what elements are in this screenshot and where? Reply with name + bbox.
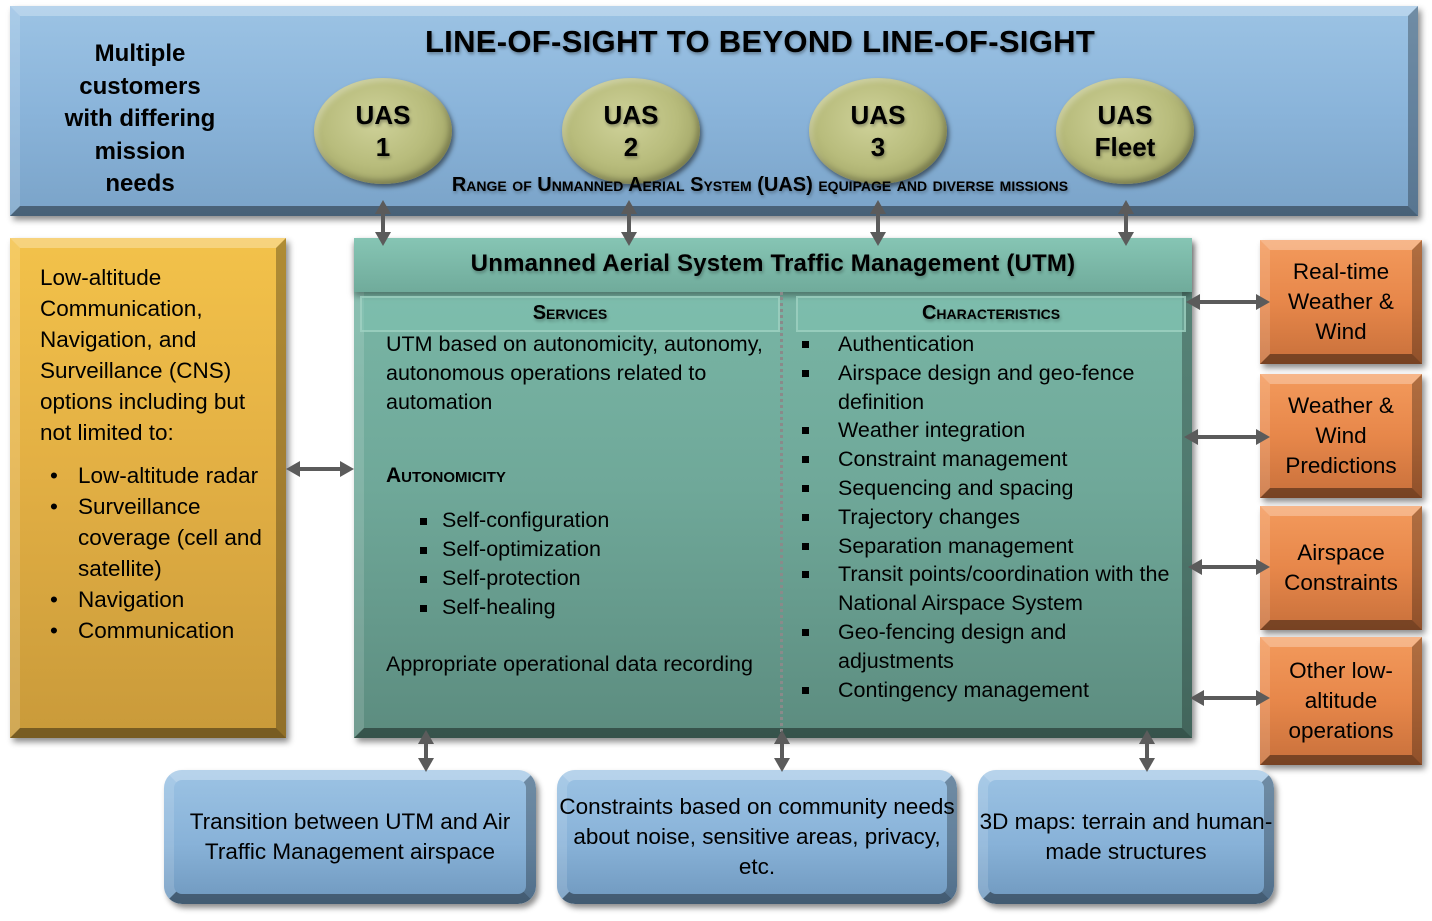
double-arrow-icon: [1118, 200, 1134, 246]
utm-box: Unmanned Aerial System Traffic Managemen…: [354, 238, 1192, 738]
list-item: Low-altitude radar: [48, 460, 278, 491]
customers-line: needs: [105, 170, 175, 197]
autonomicity-heading: Autonomicity: [386, 464, 506, 487]
double-arrow-icon: [621, 200, 637, 246]
double-arrow-icon: [774, 730, 790, 772]
3d-maps-box: 3D maps: terrain and human-made structur…: [978, 770, 1274, 904]
list-item: Transit points/coordination with the Nat…: [800, 560, 1180, 618]
other-operations-box: Other low-altitude operations: [1260, 637, 1422, 765]
weather-predictions-box: Weather & Wind Predictions: [1260, 374, 1422, 498]
services-heading: Services: [360, 296, 780, 332]
list-item: Communication: [48, 615, 278, 646]
list-item: Sequencing and spacing: [800, 474, 1180, 503]
customers-line: Multiple: [94, 40, 186, 67]
list-item: Trajectory changes: [800, 503, 1180, 532]
box-label: Other low-altitude operations: [1288, 658, 1394, 743]
uas-label: UAS: [850, 100, 906, 130]
double-arrow-icon: [1184, 429, 1270, 445]
recording-text: Appropriate operational data recording: [386, 652, 753, 676]
characteristics-list: Authentication Airspace design and geo-f…: [800, 330, 1180, 704]
list-item: Separation management: [800, 532, 1180, 561]
uas-3-node: UAS 3: [809, 78, 947, 184]
list-item: Self-configuration: [416, 506, 776, 535]
airspace-constraints-box: Airspace Constraints: [1260, 506, 1422, 630]
list-item: Airspace design and geo-fence definition: [800, 359, 1180, 417]
uas-label: UAS: [603, 100, 659, 130]
uas-id: 1: [375, 132, 391, 162]
double-arrow-icon: [1190, 690, 1270, 706]
box-label: Weather & Wind Predictions: [1285, 393, 1397, 478]
services-intro: UTM based on autonomicity, autonomy, aut…: [386, 332, 763, 414]
realtime-weather-box: Real-time Weather & Wind: [1260, 240, 1422, 364]
box-label: Real-time Weather & Wind: [1288, 259, 1394, 344]
uas-2-node: UAS 2: [562, 78, 700, 184]
customers-text: Multiple customers with differing missio…: [40, 38, 240, 201]
utm-header: Unmanned Aerial System Traffic Managemen…: [354, 238, 1192, 292]
uas-id: Fleet: [1094, 132, 1156, 162]
list-item: Contingency management: [800, 676, 1180, 705]
list-item: Geo-fencing design and adjustments: [800, 618, 1180, 676]
double-arrow-icon: [870, 200, 886, 246]
customers-line: with differing: [64, 105, 216, 132]
uas-id: 3: [870, 132, 886, 162]
banner-title: LINE-OF-SIGHT TO BEYOND LINE-OF-SIGHT: [424, 24, 1096, 59]
double-arrow-icon: [1139, 730, 1155, 772]
double-arrow-icon: [1188, 559, 1270, 575]
double-arrow-icon: [286, 461, 354, 477]
cns-options-box: Low-altitude Communication, Navigation, …: [10, 238, 286, 738]
customers-line: mission: [94, 137, 186, 165]
community-constraints-box: Constraints based on community needs abo…: [557, 770, 957, 904]
box-label: Constraints based on community needs abo…: [559, 794, 955, 879]
double-arrow-icon: [418, 730, 434, 772]
box-label: Transition between UTM and Air Traffic M…: [189, 809, 511, 864]
characteristics-heading: Characteristics: [796, 296, 1186, 332]
list-item: Self-healing: [416, 593, 776, 622]
top-banner: Multiple customers with differing missio…: [10, 6, 1418, 216]
list-item: Constraint management: [800, 445, 1180, 474]
list-item: Self-protection: [416, 564, 776, 593]
customers-line: customers: [79, 72, 201, 100]
atm-transition-box: Transition between UTM and Air Traffic M…: [164, 770, 536, 904]
uas-id: 2: [623, 132, 639, 162]
list-item: Weather integration: [800, 416, 1180, 445]
list-item: Self-optimization: [416, 535, 776, 564]
box-label: 3D maps: terrain and human-made structur…: [979, 809, 1273, 864]
uas-fleet-node: UAS Fleet: [1056, 78, 1194, 184]
uas-label: UAS: [1097, 100, 1153, 130]
uas-label: UAS: [355, 100, 411, 130]
list-item: Navigation: [48, 584, 278, 615]
double-arrow-icon: [1186, 294, 1270, 310]
double-arrow-icon: [375, 200, 391, 246]
column-divider: [780, 292, 783, 732]
list-item: Surveillance coverage (cell and satellit…: [48, 491, 278, 584]
autonomicity-list: Self-configuration Self-optimization Sel…: [416, 506, 776, 622]
utm-title: Unmanned Aerial System Traffic Managemen…: [470, 250, 1076, 277]
box-label: Airspace Constraints: [1284, 540, 1398, 595]
uas-1-node: UAS 1: [314, 78, 452, 184]
range-caption: Range of Unmanned Aerial System (UAS) eq…: [451, 174, 1069, 196]
services-column: UTM based on autonomicity, autonomy, aut…: [386, 330, 776, 679]
cns-options-list: Low-altitude radar Surveillance coverage…: [48, 460, 278, 646]
cns-intro-text: Low-altitude Communication, Navigation, …: [40, 265, 246, 445]
list-item: Authentication: [800, 330, 1180, 359]
